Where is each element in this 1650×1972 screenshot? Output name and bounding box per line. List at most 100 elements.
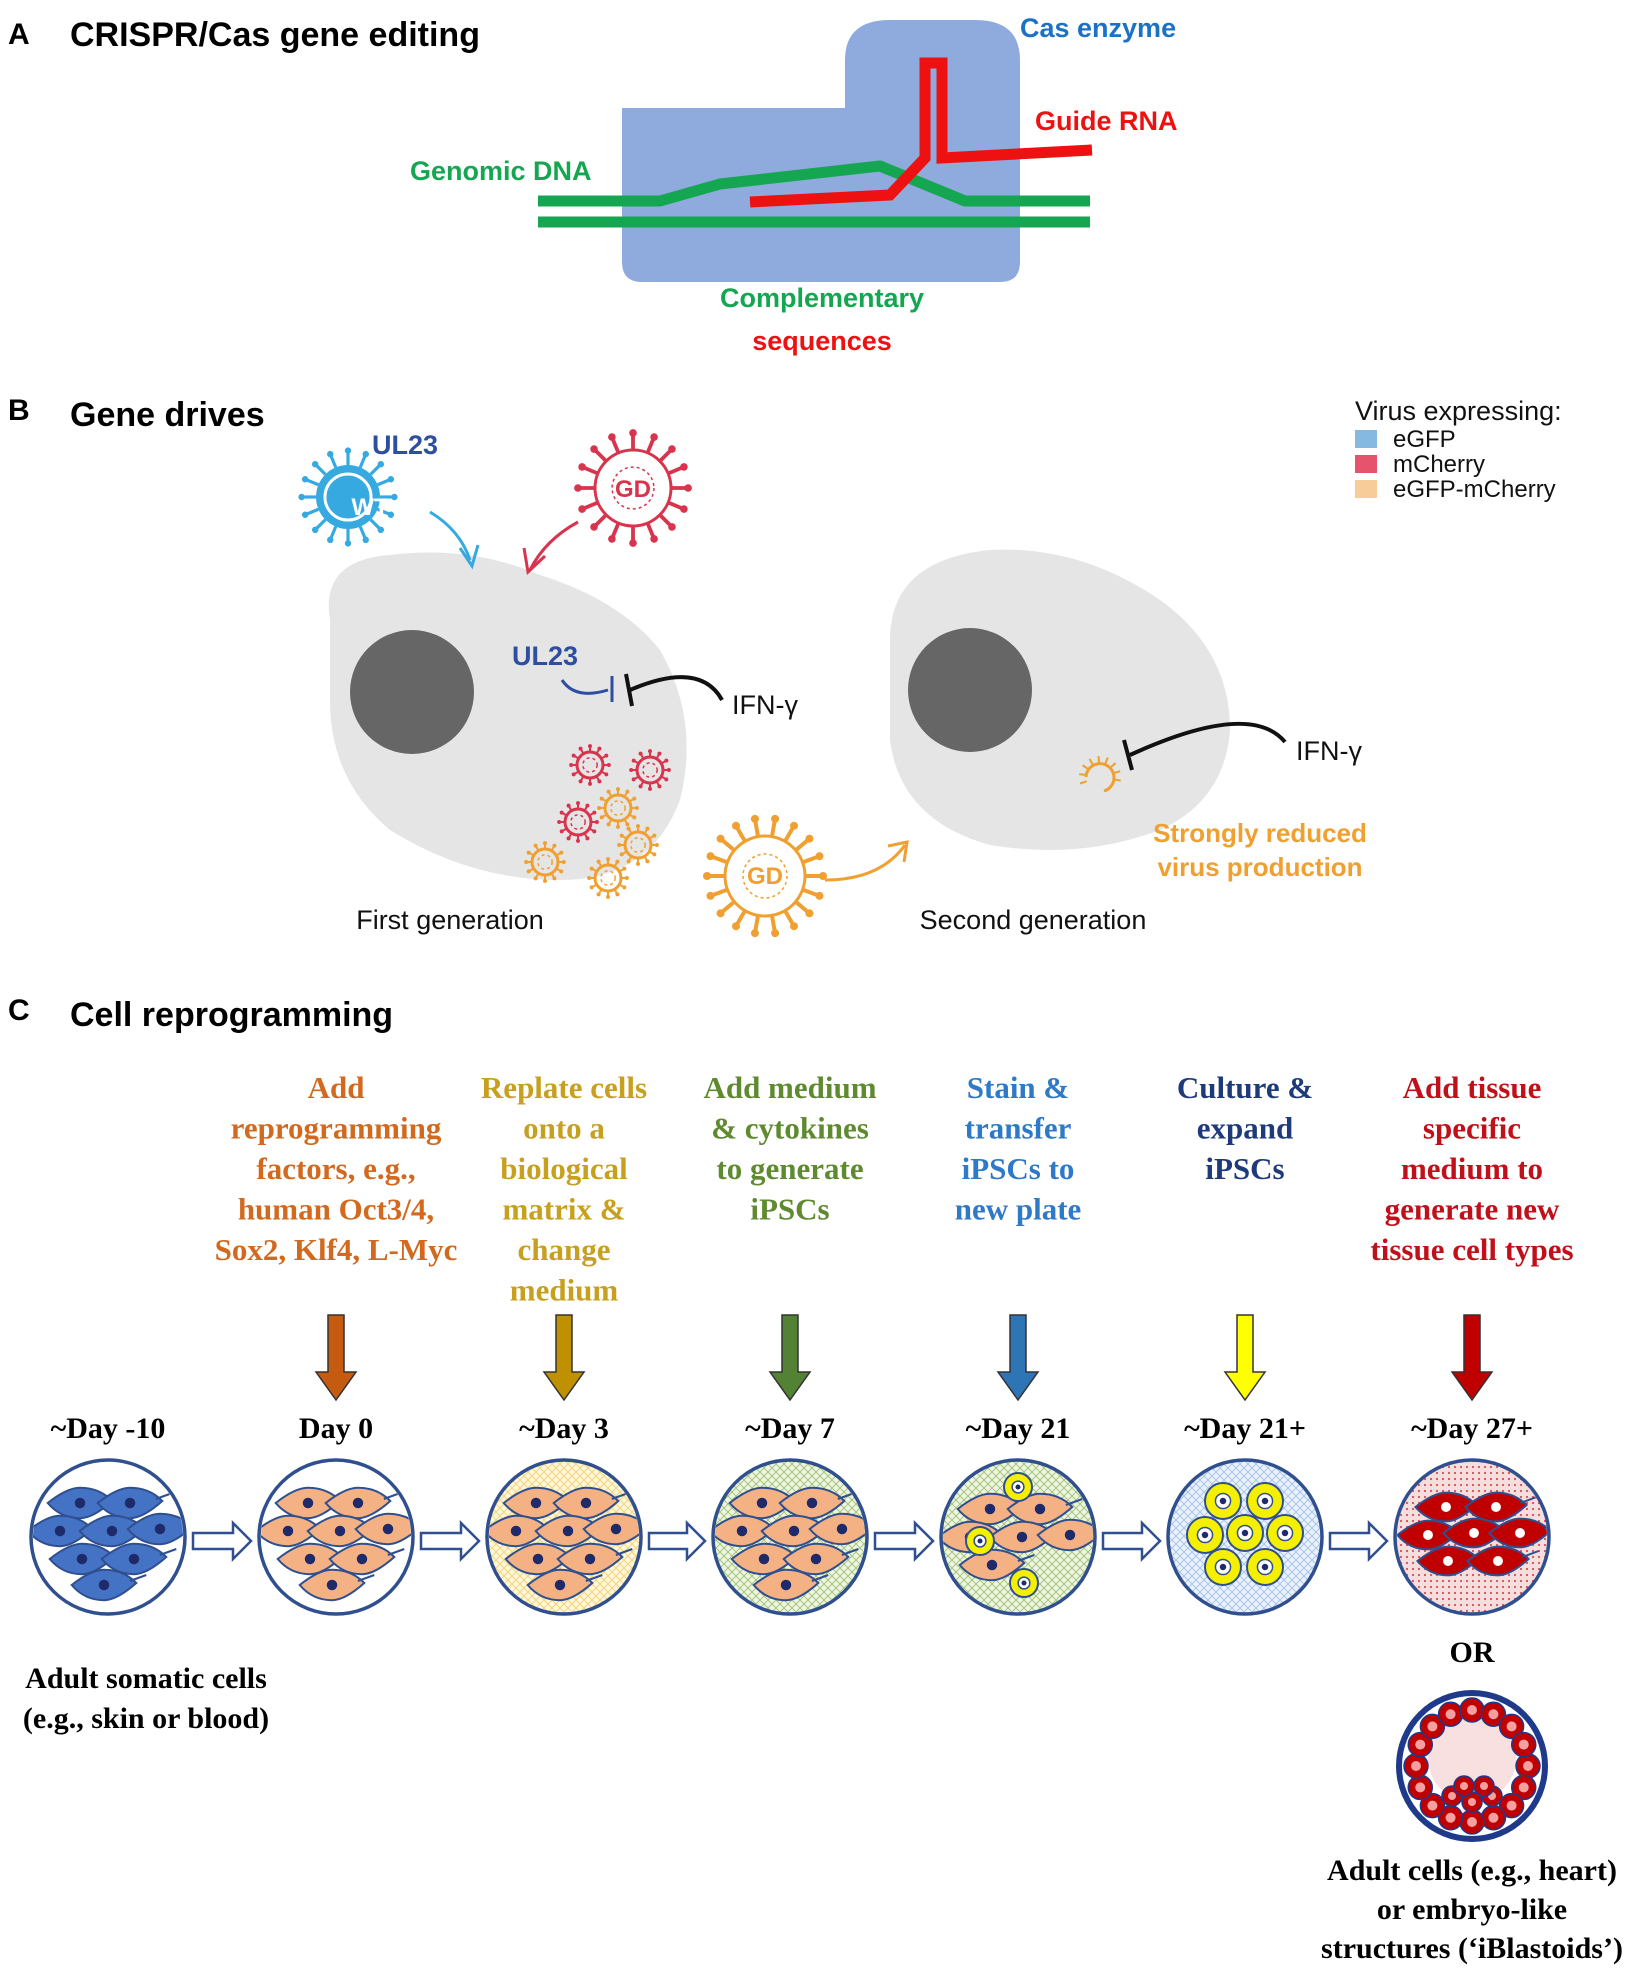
gd-virus-label: GD: [615, 476, 651, 503]
panel-b-letter: B: [8, 394, 30, 427]
adult-cells-line-3: structures (‘iBlastoids’): [1321, 1932, 1623, 1965]
legend-swatch: [1355, 430, 1377, 448]
progeny-virus: [617, 824, 659, 866]
step-text-line: transfer: [965, 1111, 1072, 1146]
progression-arrow: [419, 1519, 481, 1563]
progeny-virus: [587, 857, 629, 899]
gd-spread-arrow-head: [887, 840, 909, 863]
step-text-line: Culture &: [1177, 1070, 1313, 1105]
ifn-label-1: IFN-γ: [732, 690, 798, 720]
step-text-line: Stain &: [967, 1070, 1070, 1105]
step-down-arrow: [1223, 1314, 1267, 1402]
culture-dish: [257, 1458, 415, 1616]
culture-dish: [939, 1458, 1097, 1616]
cas-enzyme-label: Cas enzyme: [1020, 13, 1176, 43]
day-label: ~Day -10: [51, 1412, 166, 1445]
legend-swatch: [1355, 480, 1377, 498]
culture-dish: [1393, 1458, 1551, 1616]
step-text-line: iPSCs: [750, 1192, 829, 1227]
step-text-line: medium: [510, 1273, 619, 1308]
step-text-line: iPSCs: [1205, 1151, 1284, 1186]
panel-a-title: CRISPR/Cas gene editing: [70, 16, 480, 54]
step-text-line: Add medium: [703, 1070, 876, 1105]
step-down-arrow: [768, 1314, 812, 1402]
step-text-line: to generate: [716, 1151, 863, 1186]
step-text-line: onto a: [523, 1111, 605, 1146]
gd-virus-2-label: GD: [747, 863, 783, 890]
culture-dish: [1166, 1458, 1324, 1616]
gd-arrow-head: [522, 547, 547, 576]
panel-c-letter: C: [8, 994, 30, 1027]
step-text-line: Sox2, Klf4, L-Myc: [215, 1232, 458, 1267]
progeny-virus: [569, 744, 611, 786]
adult-cells-line-1: Adult cells (e.g., heart): [1327, 1854, 1617, 1887]
ifn-inhibition-2: [1129, 721, 1287, 757]
legend-label: eGFP: [1393, 426, 1456, 453]
step-text-line: medium to: [1401, 1151, 1543, 1186]
wt-virus-label: WT: [351, 494, 389, 521]
adult-somatic-line-2: (e.g., skin or blood): [23, 1702, 269, 1735]
step-text-line: reprogramming: [231, 1111, 442, 1146]
panel-a-letter: A: [8, 18, 30, 51]
step-text-line: tissue cell types: [1370, 1232, 1573, 1267]
progeny-virus: [557, 801, 599, 843]
step-text-line: Replate cells: [481, 1070, 647, 1105]
panel-c-title: Cell reprogramming: [70, 996, 393, 1034]
step-text-line: expand: [1197, 1111, 1293, 1146]
genomic-dna-label: Genomic DNA: [410, 156, 592, 186]
adult-somatic-line-1: Adult somatic cells: [25, 1662, 267, 1695]
step-text-line: new plate: [955, 1192, 1082, 1227]
day-label: ~Day 21+: [1184, 1412, 1306, 1445]
culture-dishes: [29, 1458, 1551, 1616]
progression-arrow: [191, 1519, 253, 1563]
gd-infection-arrow: [528, 520, 579, 571]
progeny-virus: [597, 787, 639, 829]
progression-arrow: [647, 1519, 707, 1563]
step-text-line: Add: [308, 1070, 365, 1105]
first-generation-label: First generation: [356, 905, 544, 935]
legend-swatch: [1355, 455, 1377, 473]
step-text-line: matrix &: [502, 1192, 625, 1227]
ifn-bar-1: [624, 673, 634, 707]
second-generation-cell: [890, 549, 1230, 850]
guide-rna-label: Guide RNA: [1035, 106, 1178, 136]
legend-label: eGFP-mCherry: [1393, 476, 1556, 503]
step-down-arrow: [1450, 1314, 1494, 1402]
reduced-line-2: virus production: [1157, 852, 1362, 882]
second-cell-nucleus: [908, 628, 1032, 752]
ul23-inhibition: [560, 679, 609, 695]
ifn-inhibition-1: [629, 675, 724, 702]
step-text-line: iPSCs to: [962, 1151, 1075, 1186]
reduced-virus: [1079, 755, 1121, 793]
step-text-line: biological: [500, 1151, 628, 1186]
step-text-line: factors, e.g.,: [256, 1151, 415, 1186]
ul23-top-label: UL23: [372, 430, 438, 460]
progression-arrow: [1328, 1519, 1389, 1563]
step-down-arrow: [542, 1314, 586, 1402]
ifn-label-2: IFN-γ: [1296, 736, 1362, 766]
guide-rna: [749, 57, 1093, 208]
progeny-virus: [629, 749, 671, 791]
wt-virus: [298, 447, 398, 547]
step-down-arrow: [314, 1314, 358, 1402]
ul23-cell-label: UL23: [512, 641, 578, 671]
progression-arrow: [1101, 1519, 1162, 1563]
day-label: ~Day 7: [745, 1412, 835, 1445]
day-label: Day 0: [299, 1412, 373, 1445]
day-label: ~Day 3: [519, 1412, 609, 1445]
step-text-line: & cytokines: [711, 1111, 869, 1146]
reduced-line-1: Strongly reduced: [1153, 818, 1367, 848]
cas-enzyme-shape: [622, 20, 1020, 282]
legend-label: mCherry: [1393, 451, 1485, 478]
progression-arrows: [191, 1519, 1389, 1563]
step-text-line: specific: [1423, 1111, 1521, 1146]
step-text-line: generate new: [1385, 1192, 1560, 1227]
step-text-line: change: [518, 1232, 611, 1267]
sequences-label: sequences: [752, 326, 892, 356]
progression-arrow: [873, 1519, 935, 1563]
day-label: ~Day 27+: [1411, 1412, 1533, 1445]
gd-spread-arrow: [824, 844, 907, 882]
gd-virus-orange: [703, 814, 827, 938]
